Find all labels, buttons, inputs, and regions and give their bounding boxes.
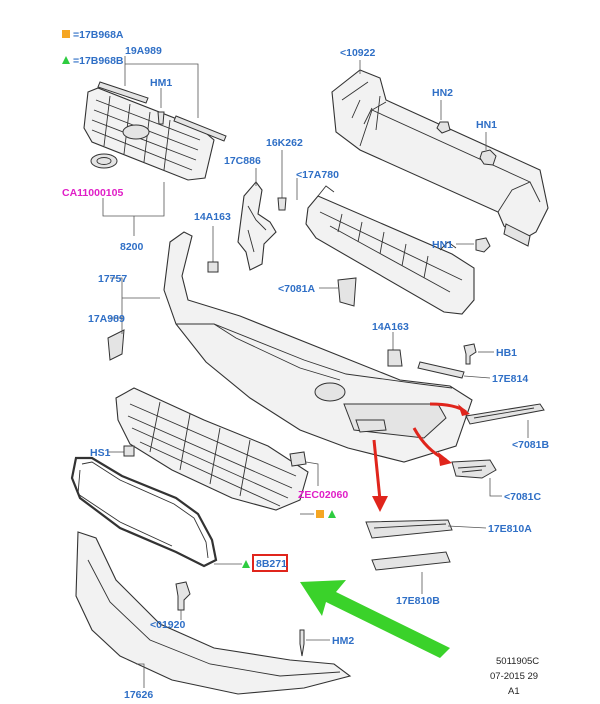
label-17E810B: 17E810B: [396, 595, 440, 607]
legend-item-b: =17B968B: [73, 55, 124, 67]
label-8B271: 8B271: [256, 558, 287, 570]
label-HM2: HM2: [332, 635, 354, 647]
side-bracket: [237, 181, 277, 271]
label-14A163-mid: 14A163: [372, 321, 409, 333]
orange-square-icon: [62, 30, 70, 38]
label-HM1: HM1: [150, 77, 172, 89]
legend: =17B968A =17B968B: [62, 29, 124, 67]
footer-ref: 5011905C: [496, 656, 539, 667]
label-17E814: 17E814: [492, 373, 528, 385]
label-HB1: HB1: [496, 347, 517, 359]
label-17757: 17757: [98, 273, 127, 285]
upper-grille: [83, 81, 227, 181]
label-HN1-top: HN1: [476, 119, 497, 131]
footer-date: 07-2015 29: [490, 671, 538, 682]
energy-absorber: [305, 185, 475, 315]
orange-square-icon: [316, 510, 324, 518]
label-10922: <10922: [340, 47, 375, 59]
label-17A780: <17A780: [296, 169, 339, 181]
label-16K262: 16K262: [266, 137, 303, 149]
green-triangle-icon: [328, 510, 336, 518]
label-HN2: HN2: [432, 87, 453, 99]
label-17626: 17626: [124, 689, 153, 701]
label-HS1: HS1: [90, 447, 111, 459]
green-triangle-icon: [62, 56, 70, 64]
bumper-reinforcement: [331, 69, 549, 253]
grille-surround: [70, 456, 218, 568]
label-7081A: <7081A: [278, 283, 315, 295]
label-7081B: <7081B: [512, 439, 549, 451]
label-17A989: 17A989: [88, 313, 125, 325]
label-7081C: <7081C: [504, 491, 541, 503]
red-arrows: [372, 402, 470, 512]
footer-rev: A1: [508, 686, 520, 697]
label-8200: 8200: [120, 241, 144, 253]
label-01920: <01920: [150, 619, 185, 631]
label-19A989: 19A989: [125, 45, 162, 57]
legend-item-a: =17B968A: [73, 29, 124, 41]
label-17E810A: 17E810A: [488, 523, 532, 535]
label-HN1-bottom: HN1: [432, 239, 453, 251]
label-ZEC02060: ZEC02060: [298, 489, 348, 501]
lower-valance: [75, 531, 352, 695]
label-17C886: 17C886: [224, 155, 261, 167]
green-triangle-icon: [242, 560, 250, 568]
label-14A163-top: 14A163: [194, 211, 231, 223]
highlight-box: [252, 554, 288, 572]
label-CA11000105: CA11000105: [62, 187, 123, 199]
lower-grille: [115, 387, 309, 511]
bumper-cover: [107, 231, 473, 463]
green-arrow: [300, 580, 450, 658]
